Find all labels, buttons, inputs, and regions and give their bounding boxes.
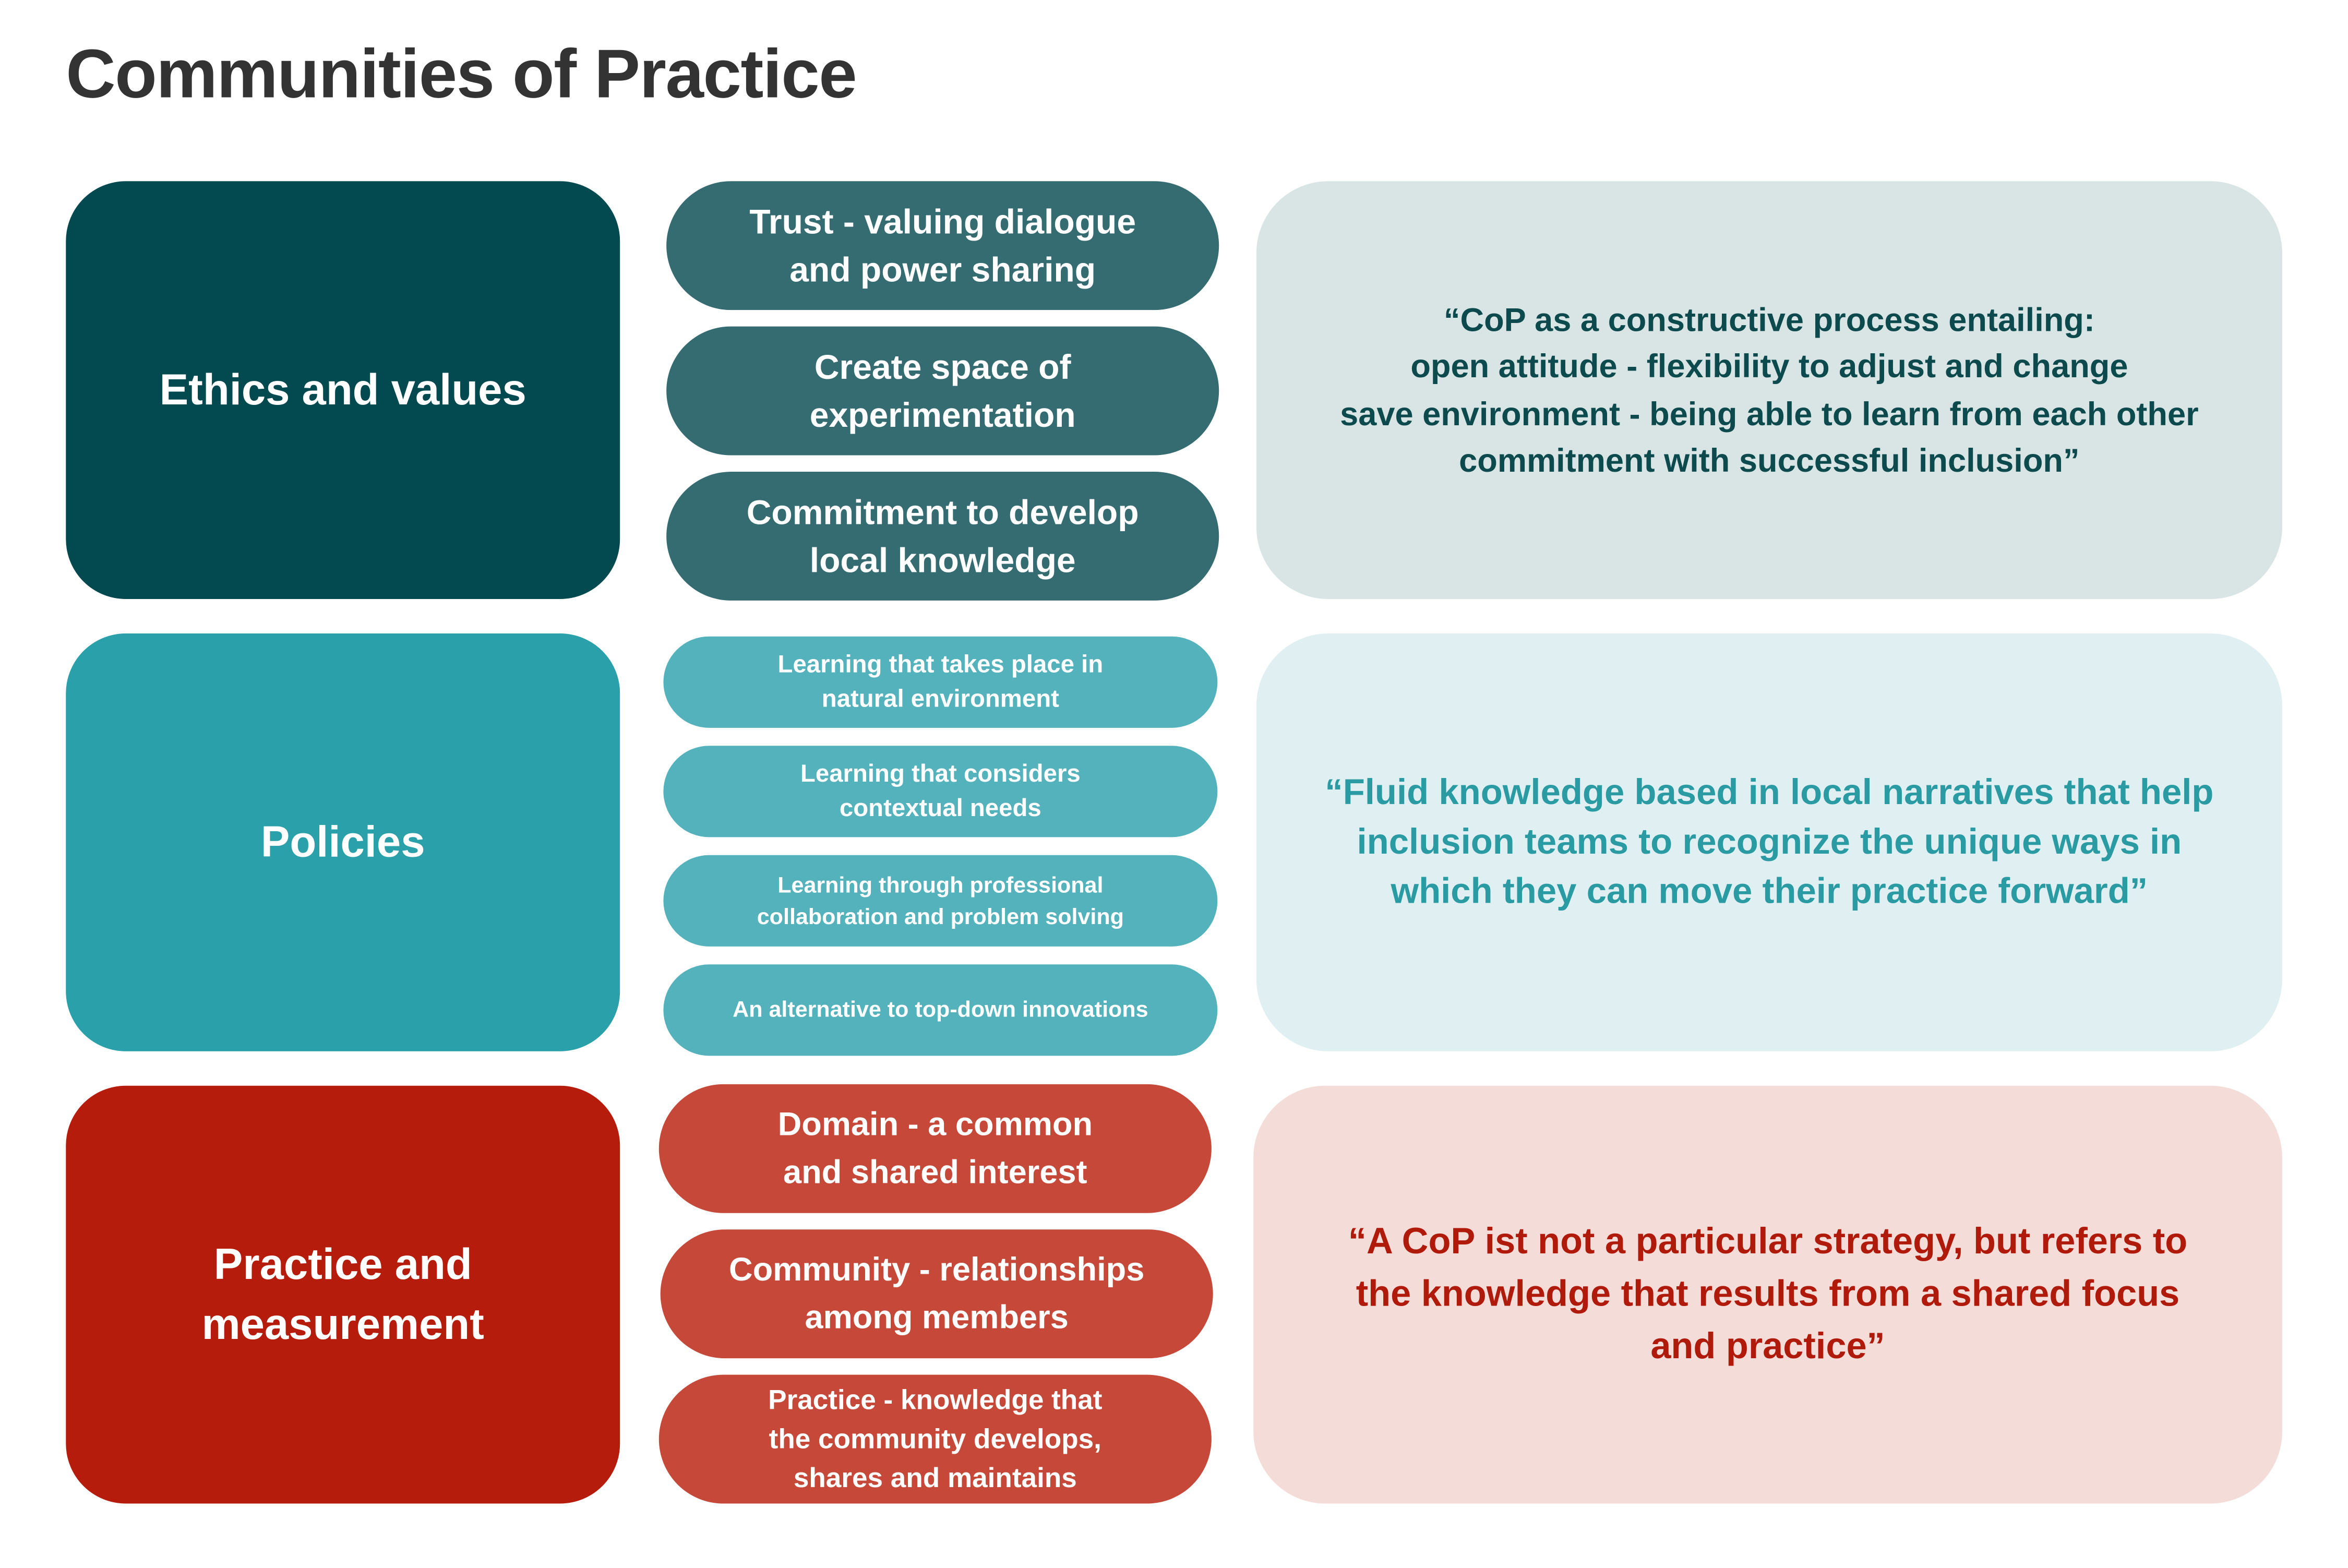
quote-box-policies: “Fluid knowledge based in local narrativ… <box>1256 633 2282 1051</box>
item-pill: Learning through professional collaborat… <box>663 855 1218 947</box>
item-pill: An alternative to top-down innovations <box>663 964 1218 1056</box>
category-policies: Policies <box>66 633 620 1051</box>
item-text: Create space of experimentation <box>809 347 1076 435</box>
quote-line: the knowledge that results from a shared… <box>1356 1274 2180 1315</box>
item-pill: Create space of experimentation <box>666 326 1219 456</box>
item-text: Learning that considers contextual needs <box>800 760 1081 822</box>
category-label: Practice and measurement <box>201 1240 484 1349</box>
quote-box-practice: “A CoP ist not a particular strategy, bu… <box>1253 1085 2282 1504</box>
category-label: Policies <box>260 818 425 867</box>
item-pill: Practice - knowledge that the community … <box>658 1374 1212 1504</box>
quote-line: “A CoP ist not a particular strategy, bu… <box>1348 1222 2188 1263</box>
item-pill: Learning that takes place in natural env… <box>663 636 1218 728</box>
quote-text: “A CoP ist not a particular strategy, bu… <box>1348 1216 2187 1373</box>
category-ethics-and-values: Ethics and values <box>66 181 620 599</box>
quote-text: “CoP as a constructive process entailing… <box>1340 296 2199 485</box>
quote-box-ethics: “CoP as a constructive process entailing… <box>1256 181 2282 599</box>
item-pill: Domain - a common and shared interest <box>658 1084 1212 1213</box>
quote-text: “Fluid knowledge based in local narrativ… <box>1325 768 2213 916</box>
item-pill: Trust - valuing dialogue and power shari… <box>666 181 1219 310</box>
quote-line: and practice” <box>1650 1326 1885 1368</box>
item-text: Community - relationships among members <box>728 1250 1145 1336</box>
quote-line: which they can move their practice forwa… <box>1391 871 2148 912</box>
item-pill: Commitment to develop local knowledge <box>666 472 1219 601</box>
quote-line: open attitude - flexibility to adjust an… <box>1410 347 2128 385</box>
item-text: Trust - valuing dialogue and power shari… <box>749 202 1136 289</box>
page-title: Communities of Practice <box>66 34 857 113</box>
quote-line: inclusion teams to recognize the unique … <box>1357 822 2182 863</box>
item-text: Domain - a common and shared interest <box>777 1105 1093 1191</box>
category-label: Ethics and values <box>159 366 526 414</box>
item-pill: Community - relationships among members <box>660 1229 1213 1359</box>
item-text: Commitment to develop local knowledge <box>746 493 1139 580</box>
quote-line: commitment with successful inclusion” <box>1459 441 2080 480</box>
item-text: Learning through professional collaborat… <box>757 872 1124 929</box>
quote-line: “Fluid knowledge based in local narrativ… <box>1325 772 2214 813</box>
quote-line: “CoP as a constructive process entailing… <box>1443 300 2095 338</box>
item-pill: Learning that considers contextual needs <box>663 746 1218 837</box>
category-practice-and-measurement: Practice and measurement <box>66 1085 620 1504</box>
item-text: Practice - knowledge that the community … <box>768 1383 1103 1493</box>
item-text: An alternative to top-down innovations <box>733 997 1148 1023</box>
quote-line: save environment - being able to learn f… <box>1340 394 2199 432</box>
item-text: Learning that takes place in natural env… <box>777 651 1104 712</box>
